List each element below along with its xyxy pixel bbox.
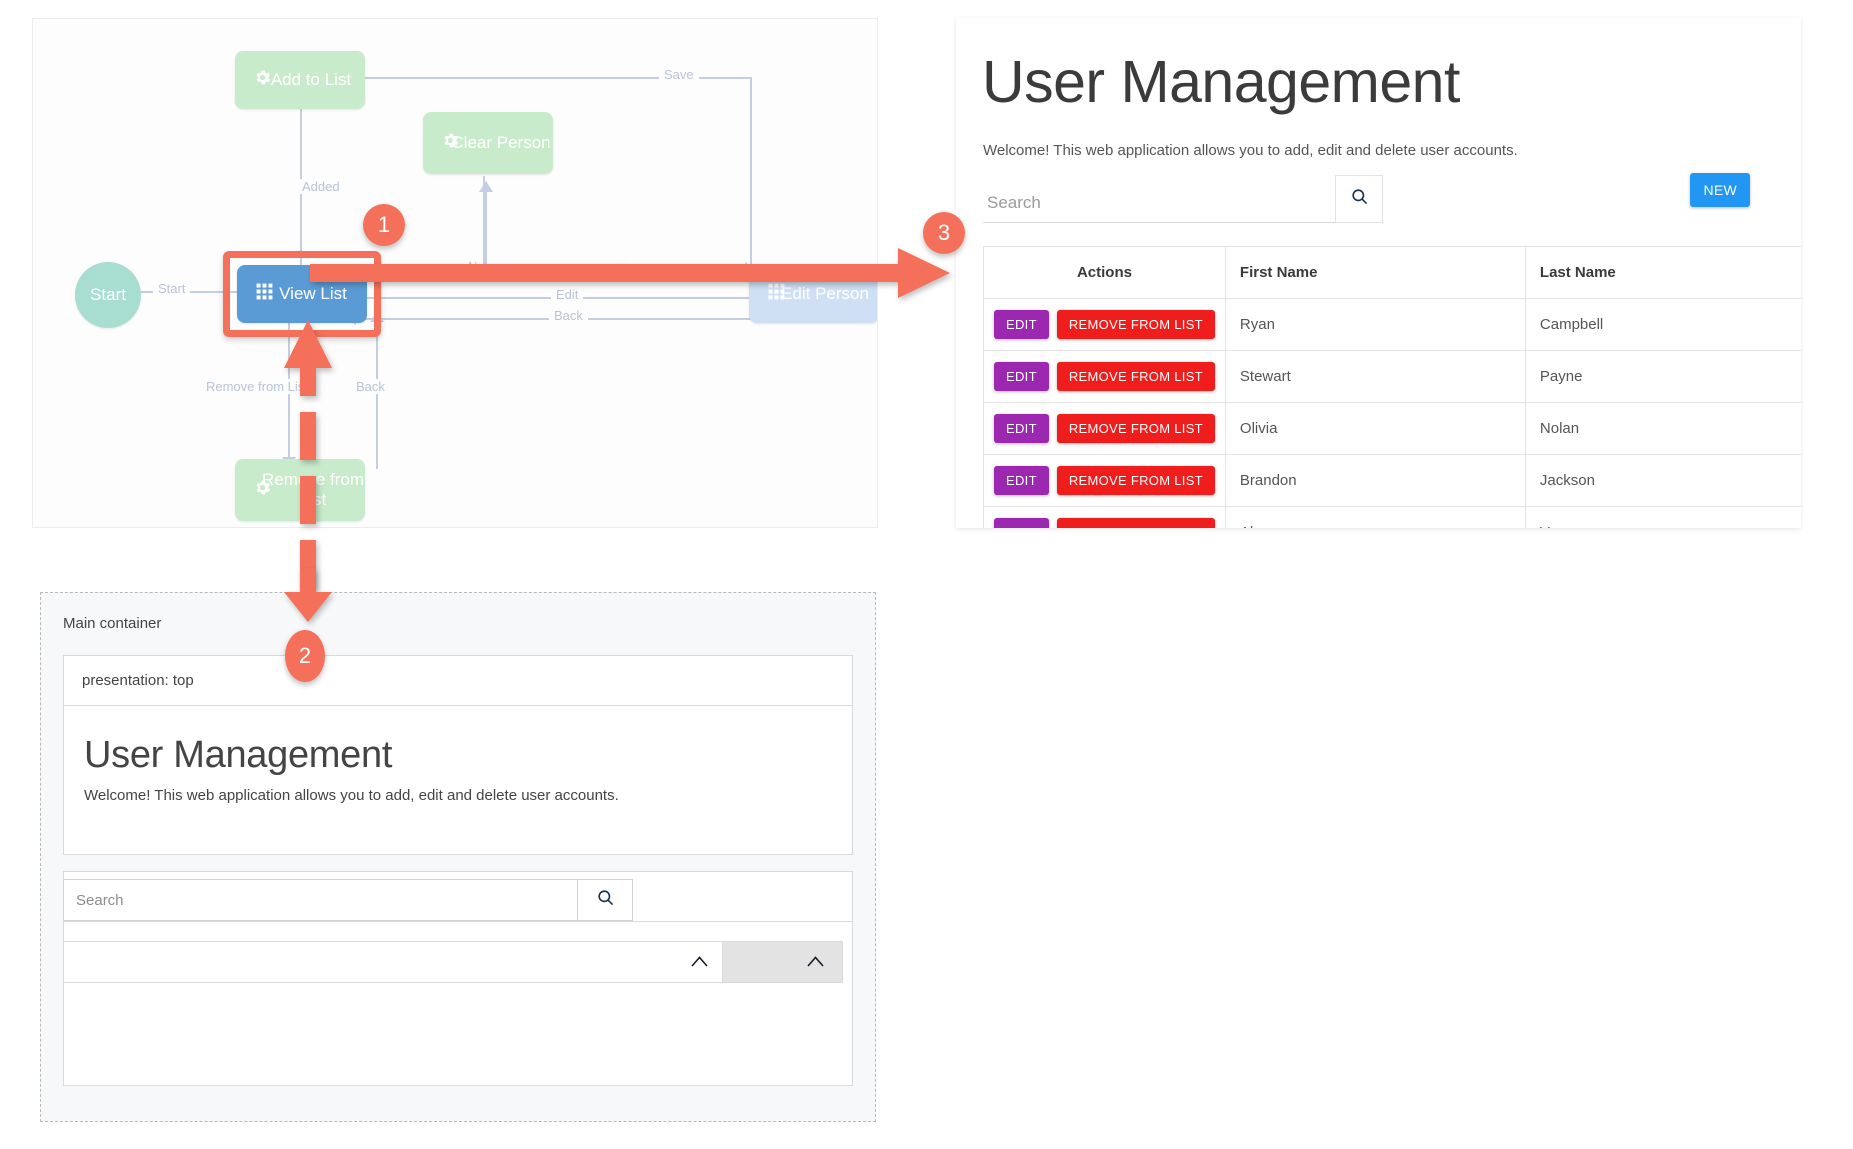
edge-label-back-right: Back	[549, 308, 588, 323]
table-row: EDIT REMOVE FROM LIST Alan Vance	[983, 506, 1801, 528]
annotation-arrow-view-list-to-app	[310, 248, 950, 298]
cell-last-name: Jackson	[1524, 454, 1801, 507]
gear-icon	[253, 478, 272, 502]
column-header-first-name: First Name	[1224, 246, 1526, 299]
diagram-node-edit-person-label: Edit Person	[781, 284, 869, 304]
cell-first-name: Stewart	[1224, 350, 1526, 403]
edit-button[interactable]: EDIT	[994, 362, 1049, 391]
cell-last-name: Nolan	[1524, 402, 1801, 455]
edge-label-remove-from-list: Remove from List	[201, 379, 313, 394]
collapse-toggle-left[interactable]	[63, 941, 723, 983]
presentation-top-section: presentation: top User Management Welcom…	[63, 655, 853, 855]
edit-button[interactable]: EDIT	[994, 466, 1049, 495]
cell-first-name: Olivia	[1224, 402, 1526, 455]
edge-back-bottom	[376, 319, 378, 469]
remove-from-list-button[interactable]: REMOVE FROM LIST	[1056, 466, 1215, 495]
search-icon	[1350, 187, 1369, 211]
annotation-badge-2: 2	[285, 630, 325, 682]
mockup-search-row	[63, 879, 633, 921]
column-header-actions: Actions	[983, 246, 1226, 299]
diagram-node-clear-person-label: Clear Person	[451, 133, 551, 153]
page-title: User Management	[982, 49, 1460, 115]
edge-continue-v	[483, 176, 485, 271]
mockup-search-button[interactable]	[577, 879, 633, 921]
grid-icon	[767, 282, 786, 306]
user-management-app-panel: User Management Welcome! This web applic…	[956, 18, 1801, 528]
remove-from-list-button[interactable]: REMOVE FROM LIST	[1056, 518, 1215, 528]
diagram-node-add-to-list-label: Add to List	[270, 70, 352, 90]
edge-to-clear-person	[485, 189, 487, 269]
edge-save-v	[750, 77, 752, 277]
annotation-badge-3: 3	[923, 212, 965, 254]
remove-from-list-button[interactable]: REMOVE FROM LIST	[1056, 414, 1215, 443]
search-button[interactable]	[1335, 175, 1383, 223]
remove-from-list-button[interactable]: REMOVE FROM LIST	[1056, 310, 1215, 339]
chevron-up-icon	[691, 952, 708, 972]
edge-label-edit: Edit	[551, 287, 584, 302]
page-subtitle: Welcome! This web application allows you…	[983, 142, 1518, 159]
gear-icon	[253, 68, 272, 92]
table-header-row: Actions First Name Last Name	[983, 246, 1801, 299]
mockup-search-input[interactable]	[63, 879, 577, 921]
cell-last-name: Campbell	[1524, 298, 1801, 351]
cell-first-name: Brandon	[1224, 454, 1526, 507]
remove-from-list-button[interactable]: REMOVE FROM LIST	[1056, 362, 1215, 391]
diagram-node-view-list-label: View List	[279, 284, 347, 304]
diagram-node-start-label: Start	[90, 285, 126, 305]
cell-last-name: Vance	[1524, 506, 1801, 528]
search-input[interactable]	[983, 183, 1335, 223]
edge-label-save: Save	[659, 67, 699, 82]
edge-label-start: Start	[153, 281, 191, 296]
mockup-collapse-row	[63, 941, 853, 983]
arrow-to-clear-person	[479, 181, 493, 192]
chevron-up-icon	[807, 952, 824, 972]
edit-button[interactable]: EDIT	[994, 310, 1049, 339]
mockup-paragraph: Welcome! This web application allows you…	[84, 787, 619, 804]
row-actions-cell: EDIT REMOVE FROM LIST	[983, 506, 1226, 528]
edit-button[interactable]: EDIT	[994, 518, 1049, 528]
annotation-arrow-mockup-to-view-list	[284, 320, 332, 588]
annotation-arrow-into-main-container	[284, 568, 332, 622]
grid-icon	[255, 282, 274, 306]
mockup-heading: User Management	[84, 734, 393, 776]
column-header-last-name: Last Name	[1524, 246, 1801, 299]
app-search-row: NEW	[983, 173, 1773, 223]
edge-add-to-view	[300, 109, 302, 282]
cell-first-name: Alan	[1224, 506, 1526, 528]
cell-first-name: Ryan	[1224, 298, 1526, 351]
main-container-label: Main container	[63, 615, 162, 632]
diagram-node-start[interactable]: Start	[75, 262, 141, 328]
diagram-node-add-to-list[interactable]: Add to List	[235, 51, 365, 109]
edge-label-added: Added	[297, 179, 345, 194]
edit-button[interactable]: EDIT	[994, 414, 1049, 443]
cell-last-name: Payne	[1524, 350, 1801, 403]
annotation-badge-1: 1	[363, 204, 405, 246]
mockup-panel: Main container presentation: top User Ma…	[40, 592, 876, 1122]
diagram-node-clear-person[interactable]: Clear Person	[423, 112, 553, 174]
edge-label-back-bottom: Back	[351, 379, 390, 394]
presentation-top-label: presentation: top	[64, 656, 852, 706]
collapse-toggle-right[interactable]	[723, 941, 843, 983]
search-icon	[596, 888, 615, 912]
gear-icon	[441, 131, 460, 155]
edge-save-h	[353, 77, 752, 79]
new-button[interactable]: NEW	[1690, 173, 1750, 207]
